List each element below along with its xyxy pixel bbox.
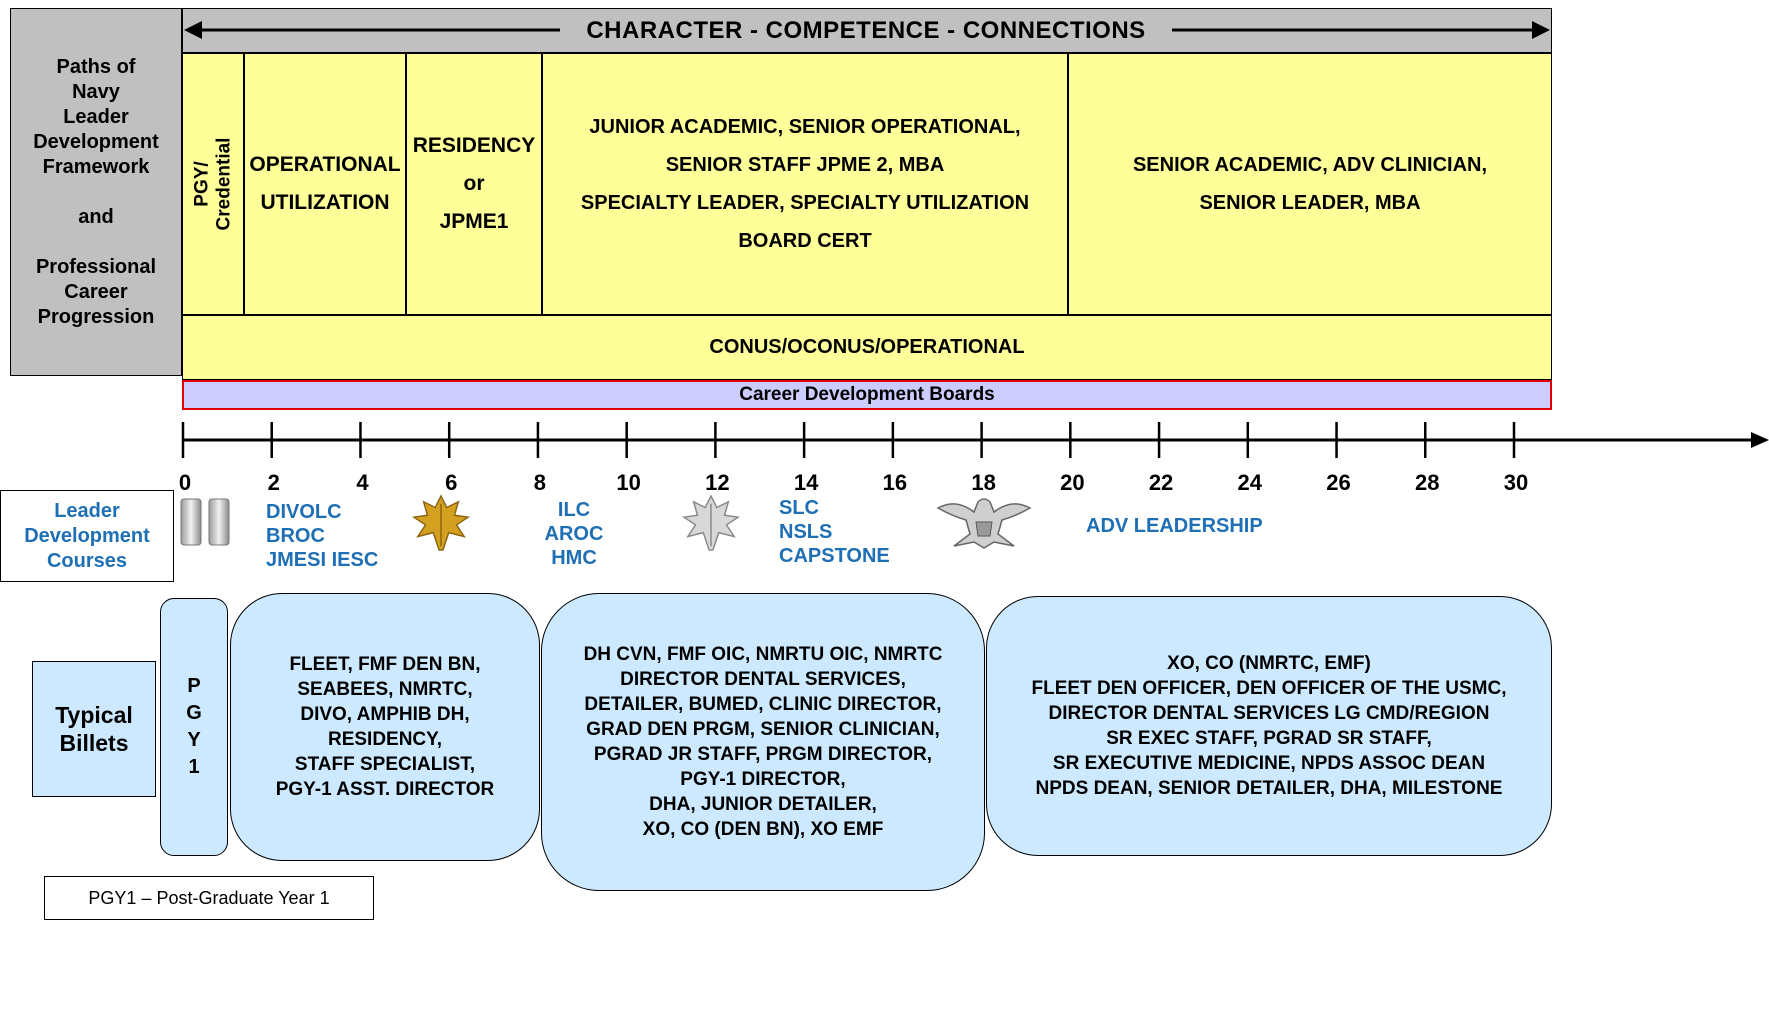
timeline-tick-label: 16	[883, 470, 907, 495]
phase-operational-utilization: OPERATIONAL UTILIZATION	[244, 53, 406, 315]
courses-mid: ILC AROC HMC	[544, 499, 604, 569]
oak-leaf-gold-icon	[411, 494, 471, 551]
pgy1-billet: P G Y 1	[160, 598, 228, 856]
values-banner-text: CHARACTER - COMPETENCE - CONNECTIONS	[560, 12, 1172, 50]
billets-senior-career: XO, CO (NMRTC, EMF) FLEET DEN OFFICER, D…	[986, 596, 1552, 856]
phase-pgy-label: PGY/ Credential	[191, 137, 235, 231]
phase-senior-academic: SENIOR ACADEMIC, ADV CLINICIAN, SENIOR L…	[1068, 53, 1552, 315]
timeline-tick-label: 24	[1238, 470, 1263, 495]
timeline-tick-label: 14	[794, 470, 819, 495]
assignment-band: CONUS/OCONUS/OPERATIONAL	[182, 315, 1552, 380]
timeline-tick-label: 30	[1504, 470, 1528, 495]
timeline-tick-label: 22	[1149, 470, 1173, 495]
courses-senior: SLC NSLS CAPSTONE	[779, 497, 890, 567]
timeline-tick-label: 26	[1326, 470, 1350, 495]
timeline-tick-label: 28	[1415, 470, 1439, 495]
timeline-tick-label: 8	[534, 470, 546, 495]
eagle-icon	[936, 498, 1032, 549]
timeline-tick-label: 6	[445, 470, 457, 495]
career-development-boards-band: Career Development Boards	[182, 380, 1552, 410]
billets-early-career: FLEET, FMF DEN BN, SEABEES, NMRTC, DIVO,…	[230, 593, 540, 861]
timeline-tick-label: 18	[971, 470, 995, 495]
billets-mid-career: DH CVN, FMF OIC, NMRTU OIC, NMRTC DIRECT…	[541, 593, 985, 891]
typical-billets-label: Typical Billets	[32, 661, 156, 797]
timeline-tick-label: 20	[1060, 470, 1084, 495]
timeline-tick-label: 0	[179, 470, 191, 495]
timeline-tick-label: 2	[268, 470, 280, 495]
timeline-tick-label: 4	[356, 470, 369, 495]
leader-development-courses-label: Leader Development Courses	[0, 490, 174, 582]
timeline-arrow-icon	[1751, 432, 1769, 448]
oak-leaf-silver-icon	[681, 494, 741, 551]
legend-note: PGY1 – Post-Graduate Year 1	[44, 876, 374, 920]
phase-junior-academic: JUNIOR ACADEMIC, SENIOR OPERATIONAL, SEN…	[542, 53, 1068, 315]
phase-residency: RESIDENCY or JPME1	[406, 53, 542, 315]
timeline-tick-label: 12	[705, 470, 729, 495]
lieutenant-bars-icon	[180, 498, 230, 546]
timeline-tick-label: 10	[616, 470, 640, 495]
phase-pgy-credential: PGY/ Credential	[182, 53, 244, 315]
courses-advanced: ADV LEADERSHIP	[1086, 515, 1263, 537]
courses-early: DIVOLC BROC JMESI IESC	[266, 501, 379, 571]
framework-title: Paths of Navy Leader Development Framewo…	[10, 8, 182, 376]
